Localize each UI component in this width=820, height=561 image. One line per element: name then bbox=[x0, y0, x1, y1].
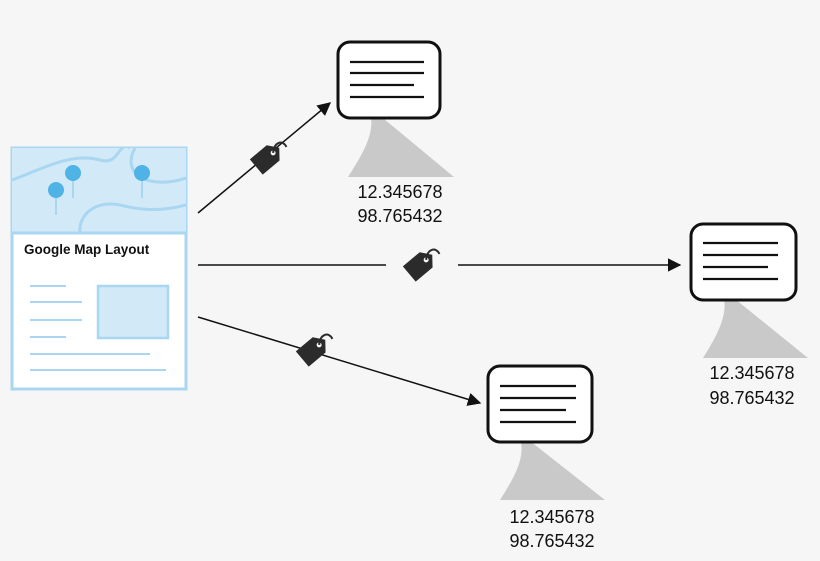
longitude-label: 98.765432 bbox=[357, 206, 442, 226]
map-pin-icon bbox=[134, 165, 150, 198]
tag-icon bbox=[249, 141, 288, 175]
tag-icon bbox=[402, 248, 441, 282]
message-bubble-icon bbox=[336, 40, 442, 120]
image-placeholder bbox=[96, 284, 170, 340]
tag-icon bbox=[295, 333, 334, 367]
speech-tail bbox=[500, 430, 605, 500]
longitude-label: 98.765432 bbox=[509, 531, 594, 551]
speech-tail bbox=[348, 104, 454, 177]
message-bubble-icon bbox=[486, 364, 594, 444]
longitude-label: 98.765432 bbox=[709, 388, 794, 408]
map-road bbox=[78, 202, 186, 233]
latitude-label: 12.345678 bbox=[709, 363, 794, 383]
message-bubble-icon bbox=[689, 222, 798, 302]
message-1: 12.345678 98.765432 bbox=[336, 40, 454, 226]
map-road bbox=[12, 148, 130, 182]
document-text-lines bbox=[30, 285, 166, 371]
message-3: 12.345678 98.765432 bbox=[486, 364, 605, 551]
layout-title: Google Map Layout bbox=[24, 242, 150, 257]
map-pin-icon bbox=[65, 165, 81, 198]
map-pin-icon bbox=[48, 182, 64, 215]
latitude-label: 12.345678 bbox=[509, 507, 594, 527]
message-2: 12.345678 98.765432 bbox=[689, 222, 808, 408]
map-area bbox=[12, 148, 186, 233]
latitude-label: 12.345678 bbox=[357, 182, 442, 202]
speech-tail bbox=[703, 286, 808, 358]
map-layout-document: Google Map Layout bbox=[10, 146, 188, 391]
arrow-to-message-3 bbox=[197, 316, 482, 406]
